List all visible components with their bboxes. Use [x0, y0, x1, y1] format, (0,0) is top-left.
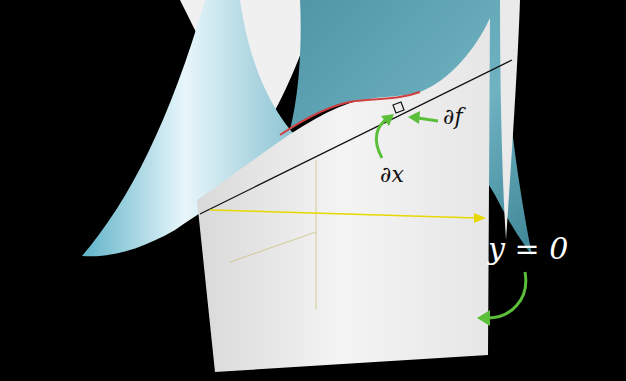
- partial-x-label: ∂x: [380, 164, 404, 186]
- right-angle-mark: [393, 102, 404, 113]
- axis: [210, 210, 478, 218]
- leader-arrow: [381, 114, 394, 126]
- leader-arrow: [488, 272, 526, 318]
- partial-f-label: ∂f: [443, 106, 463, 128]
- leader-arrow: [418, 118, 438, 121]
- plane-equation-label: y = 0: [488, 234, 568, 264]
- plane: [197, 18, 490, 372]
- leader-arrow: [376, 118, 388, 158]
- surface-edge: [500, 0, 520, 240]
- intersection-curve: [280, 92, 420, 135]
- axis-head: [474, 213, 486, 223]
- leader-arrow: [408, 111, 420, 124]
- axis: [316, 160, 317, 310]
- leader-arrow: [477, 310, 490, 326]
- axis: [230, 232, 316, 262]
- tangent-line: [200, 60, 512, 214]
